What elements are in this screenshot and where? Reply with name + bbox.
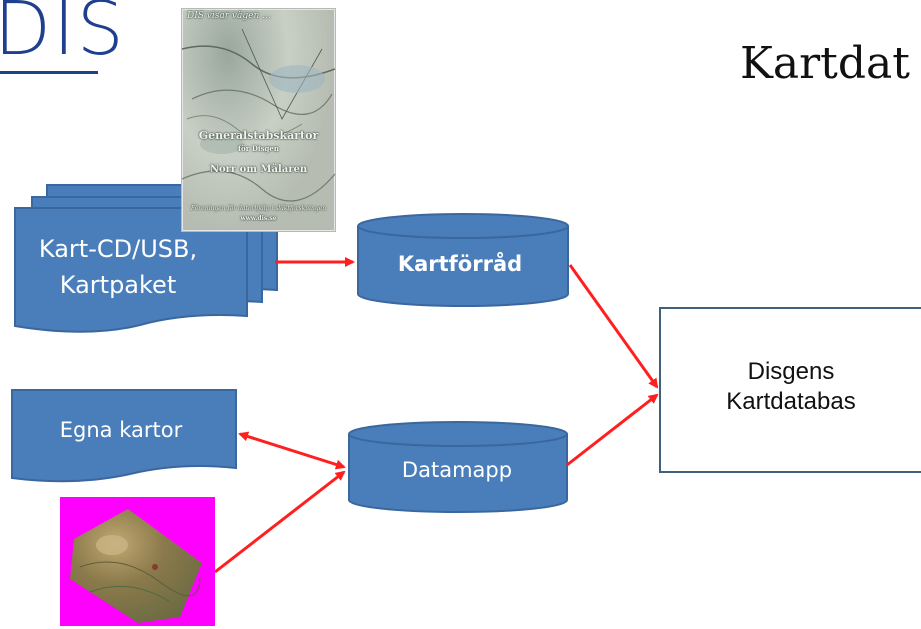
cover-url: www.dis.se xyxy=(240,215,277,222)
logo-underline xyxy=(0,71,98,74)
kart-cd-line2: Kartpaket xyxy=(59,271,177,299)
disgens-label: Disgens Kartdatabas xyxy=(681,357,901,417)
cover-organization: Föreningen för datorhjälp i släktforskni… xyxy=(190,205,327,212)
kart-cd-line1: Kart-CD/USB, xyxy=(38,235,198,263)
egna-kartor-document xyxy=(11,389,237,483)
map-image-thumbnail xyxy=(60,497,215,626)
slide-title: Kartdat xyxy=(740,38,910,89)
datamapp-cylinder xyxy=(348,421,568,513)
arrow-kartforrad-to-kartdatabas xyxy=(568,264,659,389)
arrow-egna-datamapp-bidirectional xyxy=(238,431,346,470)
disgens-kartdatabas-box: Disgens Kartdatabas xyxy=(659,307,921,473)
dis-logo: DIS xyxy=(0,0,126,72)
disgens-line1: Disgens xyxy=(747,358,835,385)
kartforrad-cylinder xyxy=(357,213,569,307)
kartforrad-label: Kartförråd xyxy=(397,252,523,276)
scanned-map-illustration xyxy=(70,509,202,623)
egna-kartor-label: Egna kartor xyxy=(59,418,183,442)
cover-subtitle: för Disgen xyxy=(238,144,279,153)
kart-cd-label: Kart-CD/USB, Kartpaket xyxy=(18,231,218,303)
arrow-datamapp-to-kartdatabas xyxy=(566,393,659,467)
map-book-cover: DIS visar vägen ... Generalstabskartor f… xyxy=(181,8,336,232)
cover-terrain-illustration xyxy=(182,28,335,202)
cover-region: Norr om Mälaren xyxy=(209,164,308,175)
cover-title: Generalstabskartor xyxy=(198,129,319,142)
arrow-map-image-to-datamapp xyxy=(214,470,346,574)
cover-tagline: DIS visar vägen ... xyxy=(187,11,271,21)
disgens-line2: Kartdatabas xyxy=(726,388,856,415)
datamapp-label: Datamapp xyxy=(401,458,513,482)
